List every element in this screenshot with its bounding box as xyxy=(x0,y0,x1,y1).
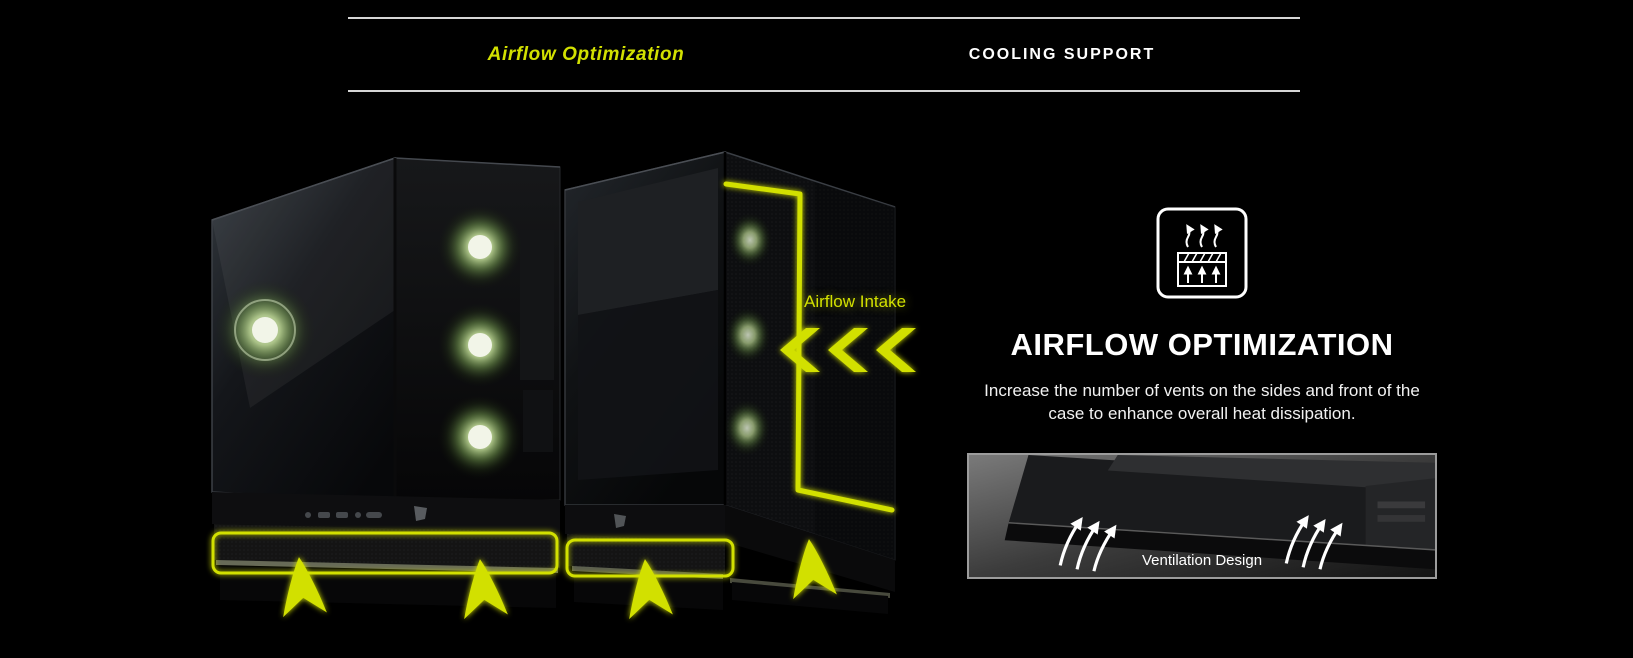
tab-airflow-optimization[interactable]: Airflow Optimization xyxy=(487,43,685,65)
rgb-fans-intake xyxy=(724,213,772,456)
airflow-up-arrows-icon xyxy=(283,539,837,620)
feature-title: AIRFLOW OPTIMIZATION xyxy=(1010,327,1394,362)
rgb-fan-side xyxy=(215,280,315,380)
tab-bar-top-line xyxy=(348,17,1300,19)
msi-logo-left xyxy=(414,506,427,521)
airflow-vent-icon xyxy=(1154,205,1250,301)
front-io-ports xyxy=(305,512,382,518)
tab-cooling-support[interactable]: COOLING SUPPORT xyxy=(968,45,1156,63)
tab-row: Airflow Optimization COOLING SUPPORT xyxy=(348,19,1300,90)
ventilation-image-caption: Ventilation Design xyxy=(1141,552,1263,569)
ventilation-image: Ventilation Design xyxy=(967,453,1437,579)
product-image xyxy=(211,151,916,620)
rgb-fans-front xyxy=(438,205,522,479)
tab-bar: Airflow Optimization COOLING SUPPORT xyxy=(348,17,1300,92)
chevron-left-arrows-icon xyxy=(780,328,916,372)
feature-description: Increase the number of vents on the side… xyxy=(984,381,1420,423)
airflow-arrows-small xyxy=(1058,515,1343,572)
pc-case-right xyxy=(564,151,896,614)
pc-case-left xyxy=(211,156,561,608)
feature-panel: AIRFLOW OPTIMIZATION Increase the number… xyxy=(967,205,1437,579)
tab-bar-bottom-line xyxy=(348,90,1300,92)
msi-logo-right xyxy=(614,514,626,528)
airflow-intake-label: Airflow Intake xyxy=(804,292,907,311)
product-visual: Airflow Intake xyxy=(190,140,930,645)
vent-highlight-outline-left xyxy=(211,531,559,575)
